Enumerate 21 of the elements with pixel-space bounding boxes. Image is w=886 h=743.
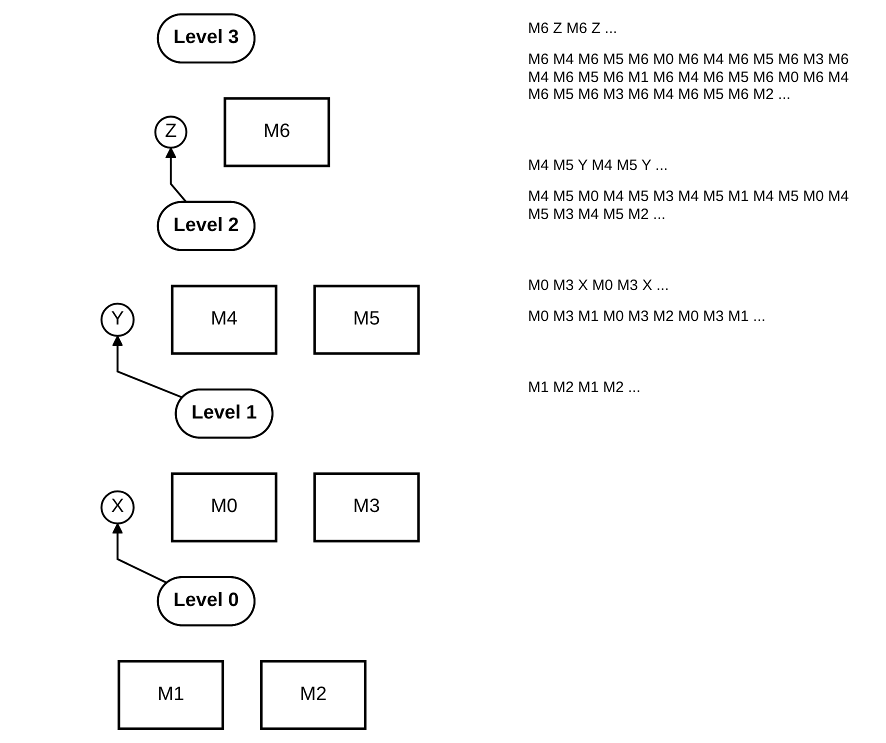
node-box: [224, 97, 330, 168]
sequence-note: M0 M3 X M0 M3 X ...: [528, 276, 670, 294]
sequence-note: M1 M2 M1 M2 ...: [528, 379, 642, 396]
node-circle: [100, 490, 135, 524]
node-box: [260, 660, 366, 730]
sequence-note: M4 M5 Y M4 M5 Y ...: [528, 157, 669, 174]
node-box: [313, 284, 420, 355]
arrow: [112, 335, 184, 399]
diagram-drawing: Level 3 Z M6 Level 2 Y M4 M5 Level 1 X M0 M3 Level 0 M1 M2: [0, 4, 520, 739]
sequence-note: M6 M4 M6 M5 M6 M0 M6 M4 M6 M5 M6 M3 M6 M4 M6 M5 M6 M1 M6 M4 M6 M5 M6 M0 M6 M4 M6 M5 M6 M3 M6 M4 M6 M5 M6 M2 ...: [528, 51, 850, 103]
node-box: [118, 660, 224, 730]
node-circle: [154, 116, 188, 149]
sequence-note: M4 M5 M0 M4 M5 M3 M4 M5 M1 M4 M5 M0 M4 M5 M3 M4 M5 M2 ...: [528, 188, 850, 223]
sequence-note: M0 M3 M1 M0 M3 M2 M0 M3 M1 ...: [528, 308, 767, 326]
arrow: [112, 522, 168, 584]
node-box: [313, 472, 420, 542]
node-circle: [100, 302, 135, 337]
arrow: [165, 147, 188, 204]
node-box: [170, 284, 278, 355]
sequence-note: M6 Z M6 Z ...: [528, 20, 618, 38]
node-box: [170, 472, 278, 542]
